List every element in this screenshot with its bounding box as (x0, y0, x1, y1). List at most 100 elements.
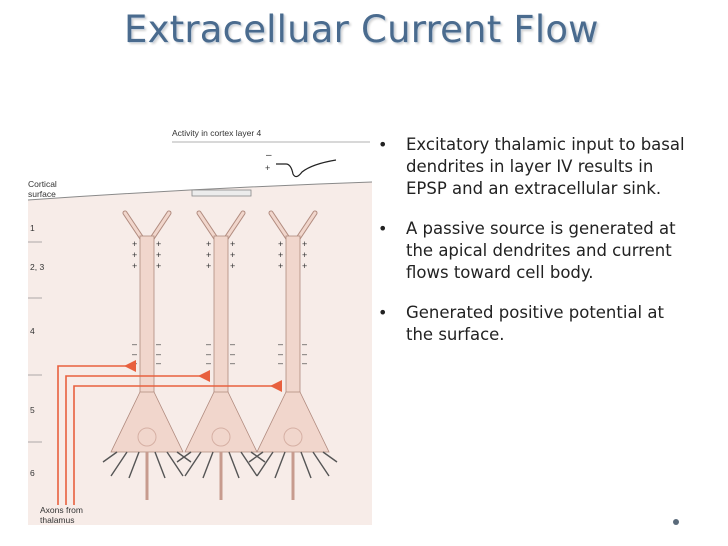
plus-sign: + (156, 261, 161, 271)
minus-sign: – (132, 349, 137, 359)
plus-sign: + (278, 239, 283, 249)
basal-dendrite (110, 451, 128, 477)
basal-dendrite (166, 451, 184, 477)
minus-sign: – (278, 349, 283, 359)
layer-label: 5 (30, 405, 35, 415)
thalamic-axon (65, 375, 210, 505)
cortical-surface-line (27, 181, 373, 201)
bullet-list: •Excitatory thalamic input to basal dend… (376, 134, 686, 360)
minus-sign: – (302, 339, 307, 349)
apical-dendrite (285, 235, 301, 397)
recording-electrode (191, 189, 252, 197)
pyramidal-neuron: ++++++–––––– (248, 210, 338, 500)
activity-label: Activity in cortex layer 4 (172, 128, 262, 138)
soma (256, 391, 330, 453)
plus-sign: + (302, 261, 307, 271)
layer-label: 6 (30, 468, 35, 478)
minus-sign: – (230, 339, 235, 349)
minus-sign: – (302, 358, 307, 368)
plus-sign: + (206, 239, 211, 249)
field-potential-trace (276, 159, 337, 178)
minus-sign: – (302, 349, 307, 359)
plus-sign: + (132, 239, 137, 249)
plus-sign: + (302, 239, 307, 249)
plus-sign: + (230, 250, 235, 260)
plus-sign: + (278, 250, 283, 260)
soma (110, 391, 184, 453)
basal-dendrite (274, 451, 286, 479)
pyramidal-neurons: ++++++––––––++++++––––––++++++–––––– (102, 210, 338, 500)
plus-sign: + (230, 239, 235, 249)
thalamic-axon (57, 365, 136, 505)
apical-tuft-branch-fill (223, 211, 245, 242)
minus-sign: – (278, 358, 283, 368)
basal-dendrite (250, 451, 266, 463)
plus-sign: + (278, 261, 283, 271)
basal-dendrite (240, 451, 258, 477)
minus-sign: – (230, 349, 235, 359)
basal-dendrite (248, 451, 264, 463)
minus-sign: – (156, 339, 161, 349)
nucleus (283, 427, 303, 447)
apical-dendrite (139, 235, 155, 397)
minus-sign: – (132, 339, 137, 349)
bullet-glyph: • (378, 303, 388, 322)
pyramidal-neuron: ++++++–––––– (176, 210, 266, 500)
axon-label-line1: Axons from (40, 505, 83, 515)
plus-sign: + (132, 250, 137, 260)
basal-dendrite (202, 451, 214, 479)
bullet-glyph: • (378, 219, 388, 238)
bullet-item: •Excitatory thalamic input to basal dend… (376, 134, 686, 200)
slide-title: Extracelluar Current Flow (124, 8, 599, 51)
plus-sign: + (156, 239, 161, 249)
apical-dendrite (213, 235, 229, 397)
layer-label: 4 (30, 326, 35, 336)
minus-sign: – (206, 349, 211, 359)
minus-sign: – (230, 358, 235, 368)
bullet-text: Generated positive potential at the surf… (406, 303, 664, 344)
basal-dendrite (300, 451, 312, 479)
nucleus (137, 427, 157, 447)
slide-indicator-dot (673, 519, 679, 525)
layer-boundaries (28, 241, 42, 443)
basal-dendrite (176, 451, 192, 463)
apical-tuft-branch-fill (149, 211, 171, 242)
basal-dendrite (228, 451, 240, 479)
axon-terminal-arrow (198, 370, 210, 382)
bullet-glyph: • (378, 135, 388, 154)
basal-dendrite (256, 451, 274, 477)
cortical-surface-label-line1: Cortical (28, 179, 57, 189)
trace-minus-sign: – (266, 150, 272, 161)
bullet-text: A passive source is generated at the api… (406, 219, 676, 282)
basal-dendrite (154, 451, 166, 479)
axon-terminal-arrow (124, 360, 136, 372)
plus-sign: + (156, 250, 161, 260)
minus-sign: – (206, 358, 211, 368)
minus-sign: – (156, 349, 161, 359)
plus-sign: + (132, 261, 137, 271)
basal-dendrite (128, 451, 140, 479)
basal-dendrite (322, 451, 338, 463)
basal-dendrite (184, 451, 202, 477)
minus-sign: – (156, 358, 161, 368)
minus-sign: – (206, 339, 211, 349)
minus-sign: – (278, 339, 283, 349)
basal-dendrite (312, 451, 330, 477)
bullet-item: • A passive source is generated at the ap… (376, 218, 686, 284)
apical-tuft-branch-fill (295, 211, 317, 242)
nucleus (211, 427, 231, 447)
apical-tuft-branch-fill (269, 211, 291, 242)
thalamic-axon (73, 385, 282, 505)
apical-tuft-branch-fill (123, 211, 145, 242)
trace-plus-sign: + (265, 163, 270, 173)
axon-terminal-arrow (270, 380, 282, 392)
plus-sign: + (206, 250, 211, 260)
plus-sign: + (230, 261, 235, 271)
axon-label-line2: thalamus (40, 515, 75, 525)
basal-dendrite (102, 451, 118, 463)
plus-sign: + (206, 261, 211, 271)
thalamic-axons (57, 360, 282, 505)
pyramidal-neuron: ++++++–––––– (102, 210, 192, 500)
